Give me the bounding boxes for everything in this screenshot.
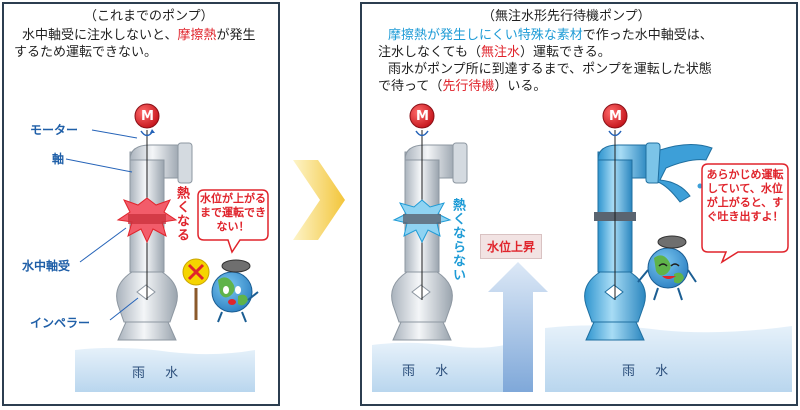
motor-leader <box>91 129 138 139</box>
right-line1: 摩擦熱が発生しにくい特殊な素材で作った水中軸受は、 <box>388 27 713 44</box>
label-impeller: インペラー <box>30 316 91 330</box>
not-hot-label: 熱くならない <box>450 198 465 282</box>
right-water-label-left: 雨 水 <box>402 364 457 379</box>
left-desc-highlight: 摩擦熱 <box>177 28 217 43</box>
label-motor: モーター <box>30 123 79 137</box>
right-speech-bubble <box>701 163 789 264</box>
left-motor-icon <box>134 103 160 129</box>
left-speech-bubble <box>197 189 269 254</box>
right-pump-blue <box>584 130 661 341</box>
left-desc-part-c: が発生 <box>216 28 256 43</box>
water-rise-arrow <box>488 262 548 392</box>
left-desc-part-a: 水中軸受に注水しないと、 <box>22 28 178 43</box>
bearing-leader <box>79 227 127 263</box>
label-shaft: 軸 <box>52 152 65 166</box>
right-line2-c: ）運転できる。 <box>519 45 611 60</box>
right-motor-icon-2 <box>602 103 628 129</box>
left-water-label: 雨 水 <box>132 366 187 381</box>
right-line2-a: 注水しなくても（ <box>378 45 481 60</box>
left-description-line1: 水中軸受に注水しないと、摩擦熱が発生 <box>22 27 256 44</box>
impeller-leader <box>109 297 139 321</box>
left-bubble-text: 水位が上がるまで運転できない！ <box>200 192 266 233</box>
right-line1-highlight: 摩擦熱が発生しにくい特殊な素材 <box>388 28 583 43</box>
left-motor-label: M <box>141 109 154 124</box>
right-line2: 注水しなくても（無注水）運転できる。 <box>378 44 611 61</box>
right-water-low <box>372 342 505 392</box>
left-description-line2: するため運転できない。 <box>14 45 158 60</box>
water-rise-label: 水位上昇 <box>480 234 543 259</box>
label-bearing: 水中軸受 <box>22 259 71 273</box>
right-line4-c: ）いる。 <box>494 79 547 94</box>
prohibition-sign-icon <box>182 258 210 320</box>
left-title: （これまでのポンプ） <box>84 9 214 24</box>
water-spray <box>657 144 713 203</box>
right-bubble-text: あらかじめ運転していて、水位が上がると、すぐ吐き出すよ！ <box>706 168 784 223</box>
shaft-leader <box>65 158 133 173</box>
right-line3: 雨水がポンプ所に到達するまで、ポンプを運転した状態 <box>388 62 712 77</box>
right-motor-icon-1 <box>409 103 435 129</box>
right-line1-rest: で作った水中軸受は、 <box>582 28 713 43</box>
right-water-high <box>545 325 792 392</box>
right-line4: で待って（先行待機）いる。 <box>378 78 546 95</box>
right-line2-highlight: 無注水 <box>480 45 520 60</box>
right-motor-label-1: M <box>416 109 429 124</box>
transition-arrow <box>293 160 345 240</box>
earth-character-icon-right <box>637 235 697 301</box>
hot-label: 熱くなる <box>174 186 189 242</box>
left-water <box>75 347 255 392</box>
right-title: （無注水形先行待機ポンプ） <box>482 9 651 24</box>
right-line4-a: で待って（ <box>378 79 443 94</box>
right-motor-label-2: M <box>609 109 622 124</box>
right-line4-highlight: 先行待機 <box>442 79 495 94</box>
right-water-label-right: 雨 水 <box>622 364 677 379</box>
earth-character-icon <box>211 259 259 323</box>
